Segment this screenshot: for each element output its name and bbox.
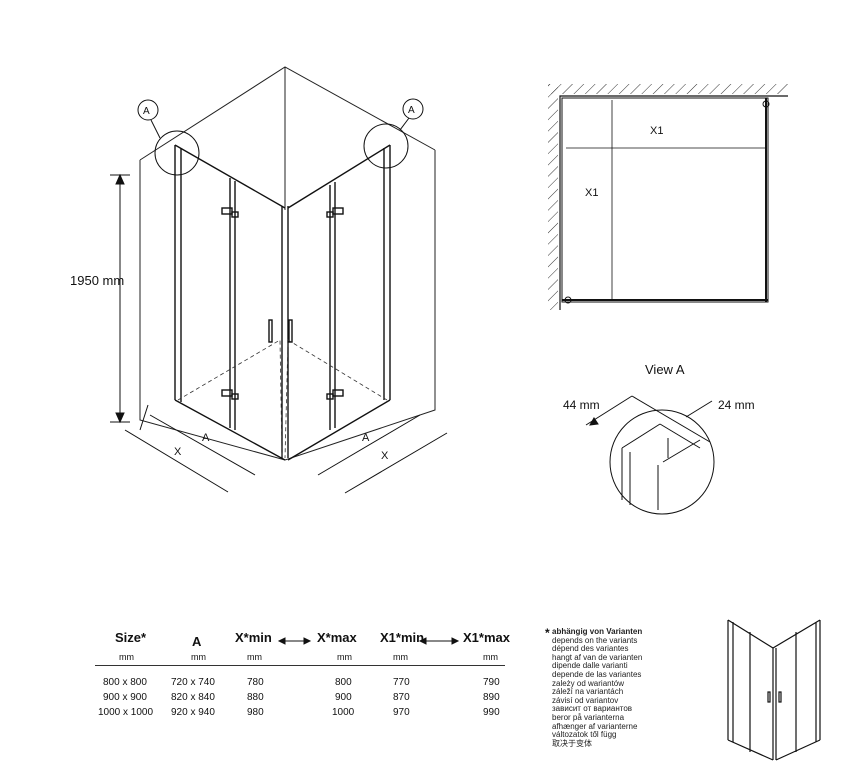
unit-size: mm: [119, 652, 134, 662]
table-cell: 820 x 840: [171, 692, 215, 703]
note-line: závisí od variantov: [552, 695, 619, 705]
note-line: 取决于变体: [552, 738, 592, 748]
dim-a-right: A: [362, 432, 370, 444]
note-line: dépend des variantes: [552, 644, 629, 654]
note-line: záleží na variantách: [552, 687, 624, 697]
note-line: abhängig von Varianten: [552, 627, 643, 636]
note-line: depends on the variants: [552, 635, 638, 645]
table-cell: 990: [483, 707, 500, 718]
top-view: [548, 84, 788, 310]
unit-xmax: mm: [337, 652, 352, 662]
unit-x1max: mm: [483, 652, 498, 662]
x1-vertical-label: X1: [585, 187, 598, 199]
note-line: hangt af van de varianten: [552, 652, 643, 662]
detail-circle: [585, 395, 715, 515]
note-line: zależy od wariantów: [552, 678, 625, 688]
table-cell: 900 x 900: [103, 692, 147, 703]
table-cell: 800: [335, 677, 352, 688]
header-xmax: X*max: [317, 630, 357, 645]
header-size: Size*: [115, 630, 147, 645]
unit-a: mm: [191, 652, 206, 662]
dim-x-right: X: [381, 450, 389, 462]
table-cell: 880: [247, 692, 264, 703]
height-label: 1950 mm: [70, 273, 124, 288]
table-cell: 1000: [332, 707, 355, 718]
dim-x-left: X: [174, 446, 182, 458]
dim-24mm: 24 mm: [718, 398, 755, 412]
table-cell: 980: [247, 707, 264, 718]
table-cell: 900: [335, 692, 352, 703]
unit-x1min: mm: [393, 652, 408, 662]
swing-lines: [177, 339, 388, 459]
note-asterisk: *: [545, 626, 550, 640]
table-cell: 770: [393, 677, 410, 688]
dim-a-left: A: [202, 432, 210, 444]
table-cell: 870: [393, 692, 410, 703]
note-line: зависит от вариантов: [552, 704, 633, 714]
view-a-title: View A: [645, 362, 685, 377]
note-line: beror på varianterna: [552, 712, 625, 722]
table-cell: 790: [483, 677, 500, 688]
table-cell: 780: [247, 677, 264, 688]
table-divider: [95, 665, 505, 666]
table-cell: 720 x 740: [171, 677, 215, 688]
note-line: változatok től függ: [552, 730, 617, 740]
header-a: A: [192, 634, 202, 649]
header-xmin: X*min: [235, 630, 272, 645]
shower-enclosure: [174, 144, 391, 461]
technical-drawing: 1950 mm A A A X A X: [70, 66, 788, 515]
callout-circle-left: [137, 99, 200, 176]
note-line: afhænger af varianterne: [552, 721, 638, 731]
header-x1max: X1*max: [463, 630, 510, 645]
unit-xmin: mm: [247, 652, 262, 662]
table-cell: 920 x 940: [171, 707, 215, 718]
callout-circle-right: [363, 98, 424, 169]
table-cell: 970: [393, 707, 410, 718]
floor-dimension-left: [124, 404, 256, 493]
table-cell: 890: [483, 692, 500, 703]
table-cell: 800 x 800: [103, 677, 147, 688]
table-cell: 1000 x 1000: [98, 707, 154, 718]
enclosure-thumbnail: [727, 619, 821, 761]
dim-44mm: 44 mm: [563, 398, 600, 412]
callout-label-right: A: [408, 105, 415, 116]
note-line: depende de las variantes: [552, 669, 642, 679]
height-dimension: [110, 173, 130, 424]
x1-horizontal-label: X1: [650, 125, 663, 137]
variant-notes: abhängig von Varianten depends on the va…: [552, 627, 643, 748]
callout-label-left: A: [143, 106, 150, 117]
floor-dimension-right: [317, 414, 448, 494]
note-line: dipende dalle varianti: [552, 661, 628, 671]
header-x1min: X1*min: [380, 630, 425, 645]
